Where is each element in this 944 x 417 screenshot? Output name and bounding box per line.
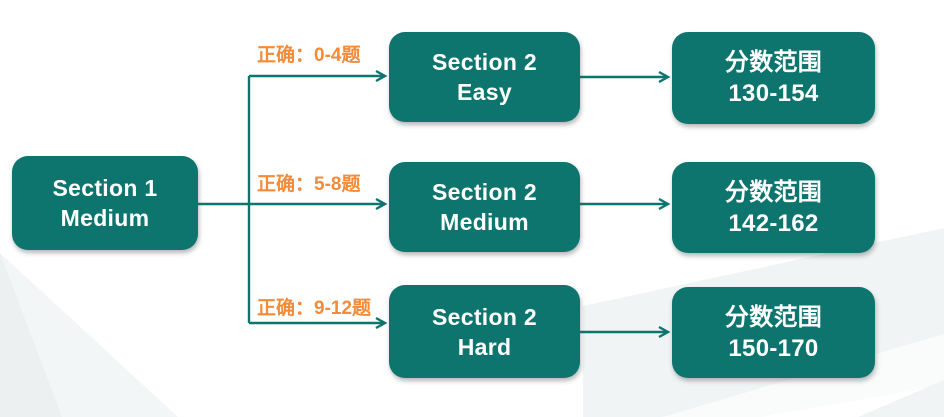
edge-label-hard: 正确：9-12题 [257,298,372,319]
node-label: Section 1 [52,175,158,201]
node-label: 130-154 [728,80,819,107]
node-label: Easy [457,79,512,105]
node-label: 150-170 [728,334,819,362]
node-label: Medium [440,209,529,235]
edge-label-easy: 正确：0-4题 [257,45,361,66]
node-section2-easy: Section 2 Easy [389,32,580,122]
node-section2-hard: Section 2 Hard [389,285,580,378]
node-label: Section 2 [432,49,537,75]
node-label: Medium [60,205,150,231]
edge-label-medium: 正确：5-8题 [257,174,361,195]
node-label: Section 2 [432,303,537,330]
node-score-hard: 分数范围 150-170 [672,287,875,378]
node-label: 分数范围 [724,303,823,331]
node-section2-medium: Section 2 Medium [389,162,580,252]
node-label: 142-162 [728,209,819,237]
node-section1: Section 1 Medium [12,156,198,250]
node-label: Hard [457,333,512,360]
node-score-easy: 分数范围 130-154 [672,32,875,124]
background-triangle [0,253,62,417]
node-score-medium: 分数范围 142-162 [672,162,875,253]
background-triangle [858,380,944,417]
node-label: 分数范围 [724,178,823,206]
node-label: 分数范围 [724,49,823,76]
node-label: Section 2 [432,179,537,205]
